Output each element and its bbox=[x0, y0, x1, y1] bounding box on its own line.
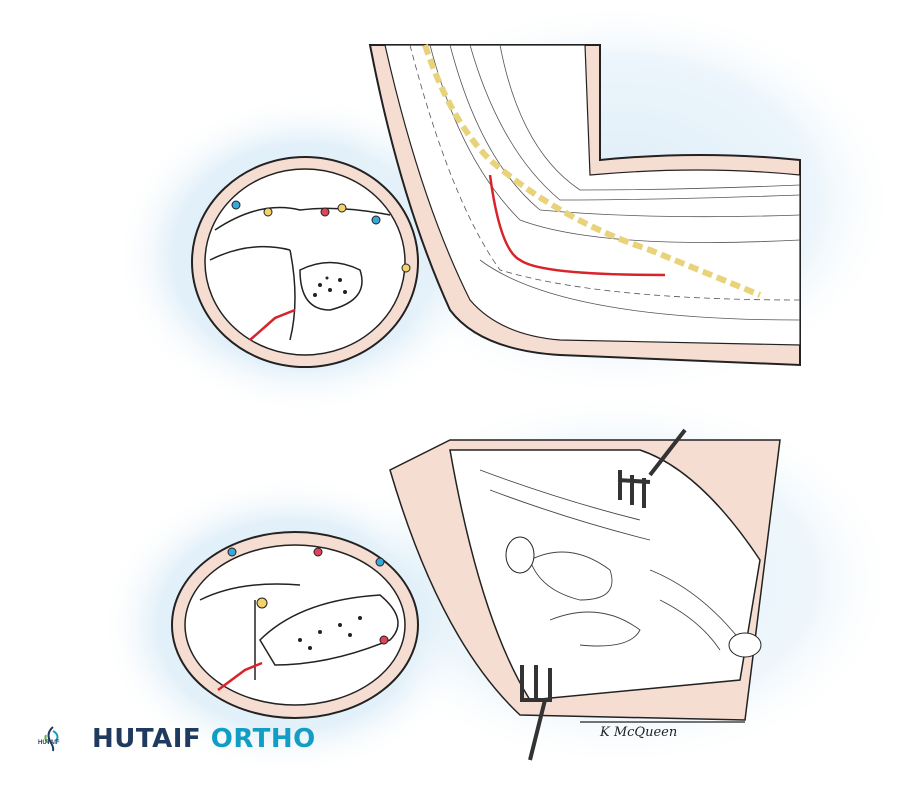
surgical-exposure: K McQueen bbox=[389, 428, 781, 761]
retractor-top bbox=[617, 428, 687, 508]
brand-logo-icon bbox=[44, 726, 59, 752]
artist-signature: K McQueen bbox=[599, 725, 677, 740]
retractor-bottom bbox=[520, 665, 552, 761]
cross-section-top bbox=[191, 156, 419, 368]
arm-elbow-view bbox=[368, 44, 801, 367]
cross-section-bottom bbox=[171, 531, 419, 719]
brand-name-part1: HUTAIF bbox=[92, 724, 202, 754]
brand-logo-text: HUTAIF bbox=[38, 740, 60, 746]
brand-name-part2: ORTHO bbox=[210, 724, 316, 754]
brand-name: HUTAIF ORTHO bbox=[92, 724, 316, 754]
